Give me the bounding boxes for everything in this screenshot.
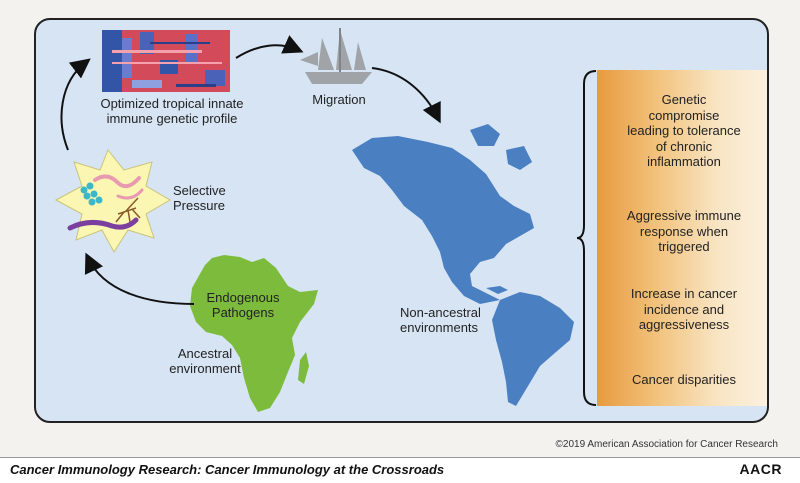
bracket-icon — [576, 70, 597, 406]
africa-map — [190, 255, 318, 412]
diagram-art — [54, 28, 574, 412]
outcome-cancer-disparities: Cancer disparities — [631, 372, 737, 387]
ship-icon — [300, 28, 372, 84]
madagascar-map — [298, 352, 309, 384]
footer-title: Cancer Immunology Research: Cancer Immun… — [10, 462, 445, 477]
copyright-notice: ©2019 American Association for Cancer Re… — [555, 439, 778, 450]
arrow-ancestral-to-pressure — [84, 252, 195, 305]
arrow-profile-to-migration — [235, 35, 304, 59]
arrow-pressure-to-profile — [60, 58, 91, 151]
aacr-logo: AACR — [739, 461, 782, 477]
footer-divider — [0, 457, 800, 458]
heatmap-icon — [102, 30, 230, 92]
pathogens-burst-icon — [54, 149, 171, 253]
migration-label: Migration — [312, 92, 366, 107]
arrow-migration-to-americas — [371, 67, 441, 124]
americas-map — [352, 124, 574, 406]
outcome-gradient-bar — [597, 70, 767, 406]
